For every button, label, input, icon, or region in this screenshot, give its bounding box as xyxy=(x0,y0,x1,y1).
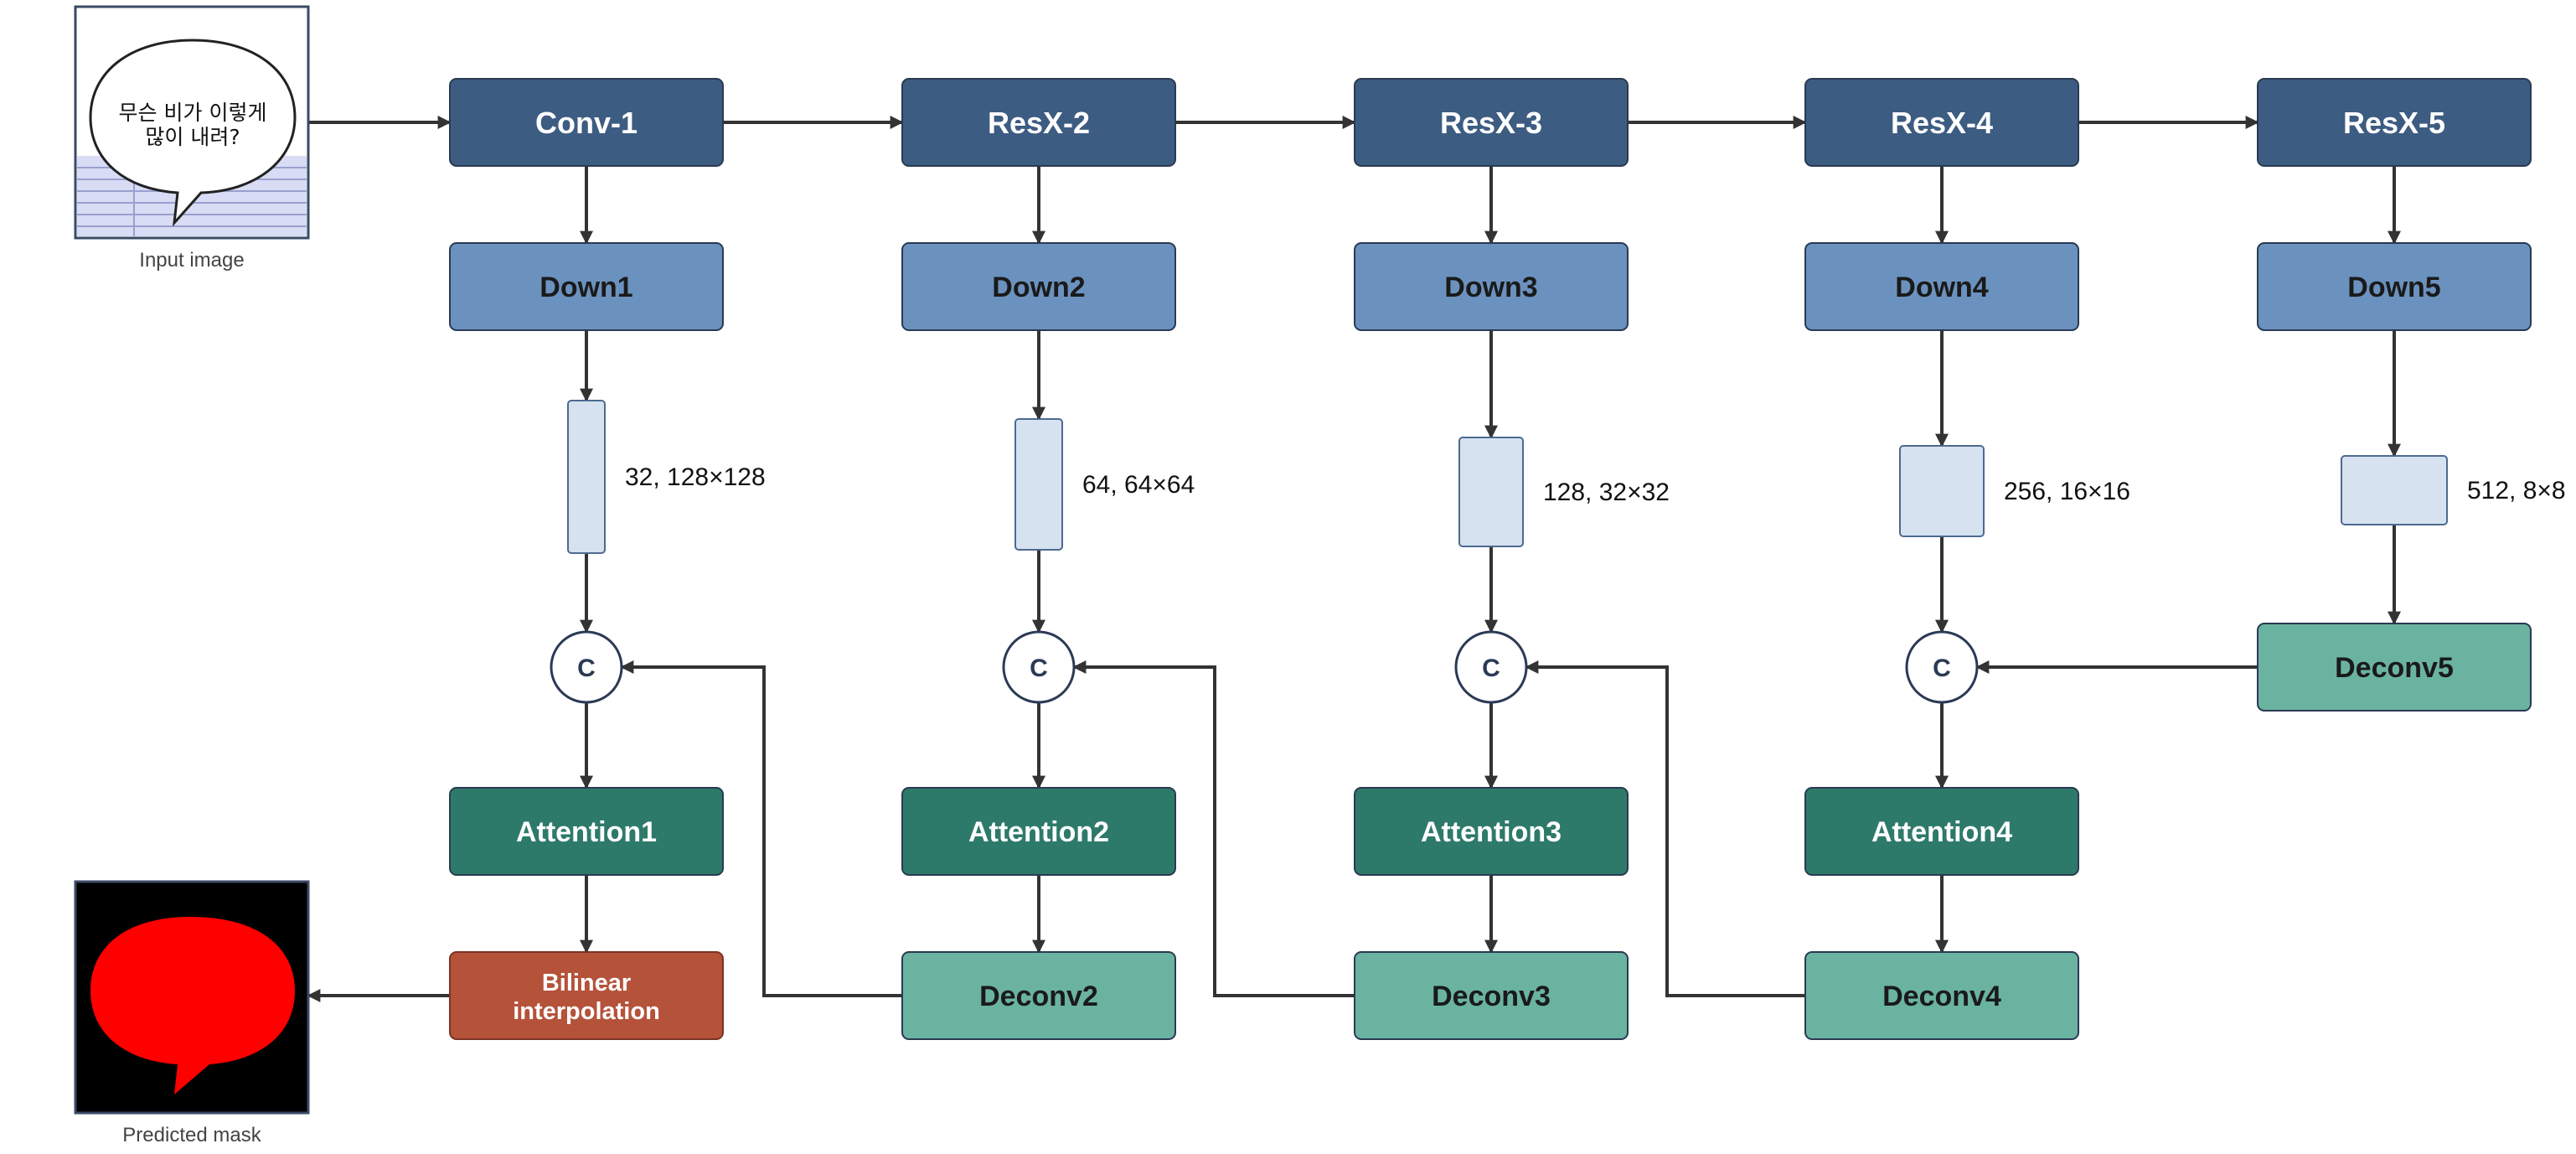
concat-label: C xyxy=(1482,655,1500,682)
bilinear-label-line2: interpolation xyxy=(513,998,660,1025)
encoder-5: ResX-5 xyxy=(2257,78,2532,167)
encoder-4: ResX-4 xyxy=(1804,78,2079,167)
down-3: Down3 xyxy=(1354,242,1629,331)
predicted-mask xyxy=(74,880,310,1115)
encoder-1-label: Conv-1 xyxy=(535,106,638,140)
edge-deconv-2-to-concat-1 xyxy=(620,660,902,997)
encoder-4-label: ResX-4 xyxy=(1891,106,1993,140)
attention-2: Attention2 xyxy=(901,787,1176,876)
input-image-caption: Input image xyxy=(139,249,244,272)
concat-label: C xyxy=(577,655,596,682)
concat-label: C xyxy=(1030,655,1048,682)
input-image: 무슨 비가 이렇게 많이 내려? xyxy=(74,5,310,240)
deconv-4-label: Deconv4 xyxy=(1882,981,2001,1012)
attention-3-label: Attention3 xyxy=(1421,816,1562,848)
attention-1: Attention1 xyxy=(449,787,724,876)
mask-shape xyxy=(90,917,295,1094)
feature-map-label-1: 32, 128×128 xyxy=(625,463,766,491)
deconv-2: Deconv2 xyxy=(901,951,1176,1040)
attention-4-label: Attention4 xyxy=(1871,816,2012,848)
speech-bubble xyxy=(89,39,297,227)
encoder-3-label: ResX-3 xyxy=(1440,106,1542,140)
feature-map-3: 128, 32×32 xyxy=(1458,437,1670,547)
encoder-2-label: ResX-2 xyxy=(988,106,1090,140)
attention-4: Attention4 xyxy=(1804,787,2079,876)
deconv-2-label: Deconv2 xyxy=(979,981,1098,1012)
deconv-5-label: Deconv5 xyxy=(2335,652,2454,684)
bubble-text-line1: 무슨 비가 이렇게 xyxy=(119,101,267,125)
attention-2-label: Attention2 xyxy=(968,816,1109,848)
deconv-3: Deconv3 xyxy=(1354,951,1629,1040)
bilinear-label-line1: Bilinear xyxy=(542,970,631,996)
attention-1-label: Attention1 xyxy=(516,816,657,848)
edges xyxy=(307,116,2401,1002)
down-4-label: Down4 xyxy=(1895,272,1989,303)
edge-deconv-4-to-concat-3 xyxy=(1525,660,1805,997)
deconv-4: Deconv4 xyxy=(1804,951,2079,1040)
down-1-label: Down1 xyxy=(539,272,632,303)
predicted-mask-caption: Predicted mask xyxy=(122,1124,261,1146)
feature-map-1: 32, 128×128 xyxy=(567,400,766,554)
bubble-text-line2: 많이 내려? xyxy=(145,125,240,149)
attention-3: Attention3 xyxy=(1354,787,1629,876)
down-3-label: Down3 xyxy=(1444,272,1537,303)
concat-label: C xyxy=(1933,655,1951,682)
feature-map-label-3: 128, 32×32 xyxy=(1543,479,1670,506)
down-4: Down4 xyxy=(1804,242,2079,331)
encoder-5-label: ResX-5 xyxy=(2343,106,2445,140)
concat-node-2: C xyxy=(1002,630,1076,704)
feature-map-2: 64, 64×64 xyxy=(1014,418,1195,551)
deconv-5: Deconv5 xyxy=(2257,623,2532,712)
feature-map-4: 256, 16×16 xyxy=(1899,445,2130,537)
down-1: Down1 xyxy=(449,242,724,331)
encoder-2: ResX-2 xyxy=(901,78,1176,167)
deconv-3-label: Deconv3 xyxy=(1432,981,1551,1012)
down-2: Down2 xyxy=(901,242,1176,331)
down-5-label: Down5 xyxy=(2347,272,2440,303)
down-5: Down5 xyxy=(2257,242,2532,331)
feature-map-label-2: 64, 64×64 xyxy=(1082,471,1195,499)
concat-node-3: C xyxy=(1454,630,1528,704)
feature-map-5: 512, 8×8 xyxy=(2341,455,2566,525)
edge-deconv-3-to-concat-2 xyxy=(1072,660,1355,997)
feature-map-label-5: 512, 8×8 xyxy=(2467,477,2566,505)
encoder-1: Conv-1 xyxy=(449,78,724,167)
concat-node-4: C xyxy=(1905,630,1979,704)
concat-node-1: C xyxy=(550,630,623,704)
encoder-3: ResX-3 xyxy=(1354,78,1629,167)
down-2-label: Down2 xyxy=(992,272,1085,303)
feature-map-label-4: 256, 16×16 xyxy=(2004,478,2130,505)
